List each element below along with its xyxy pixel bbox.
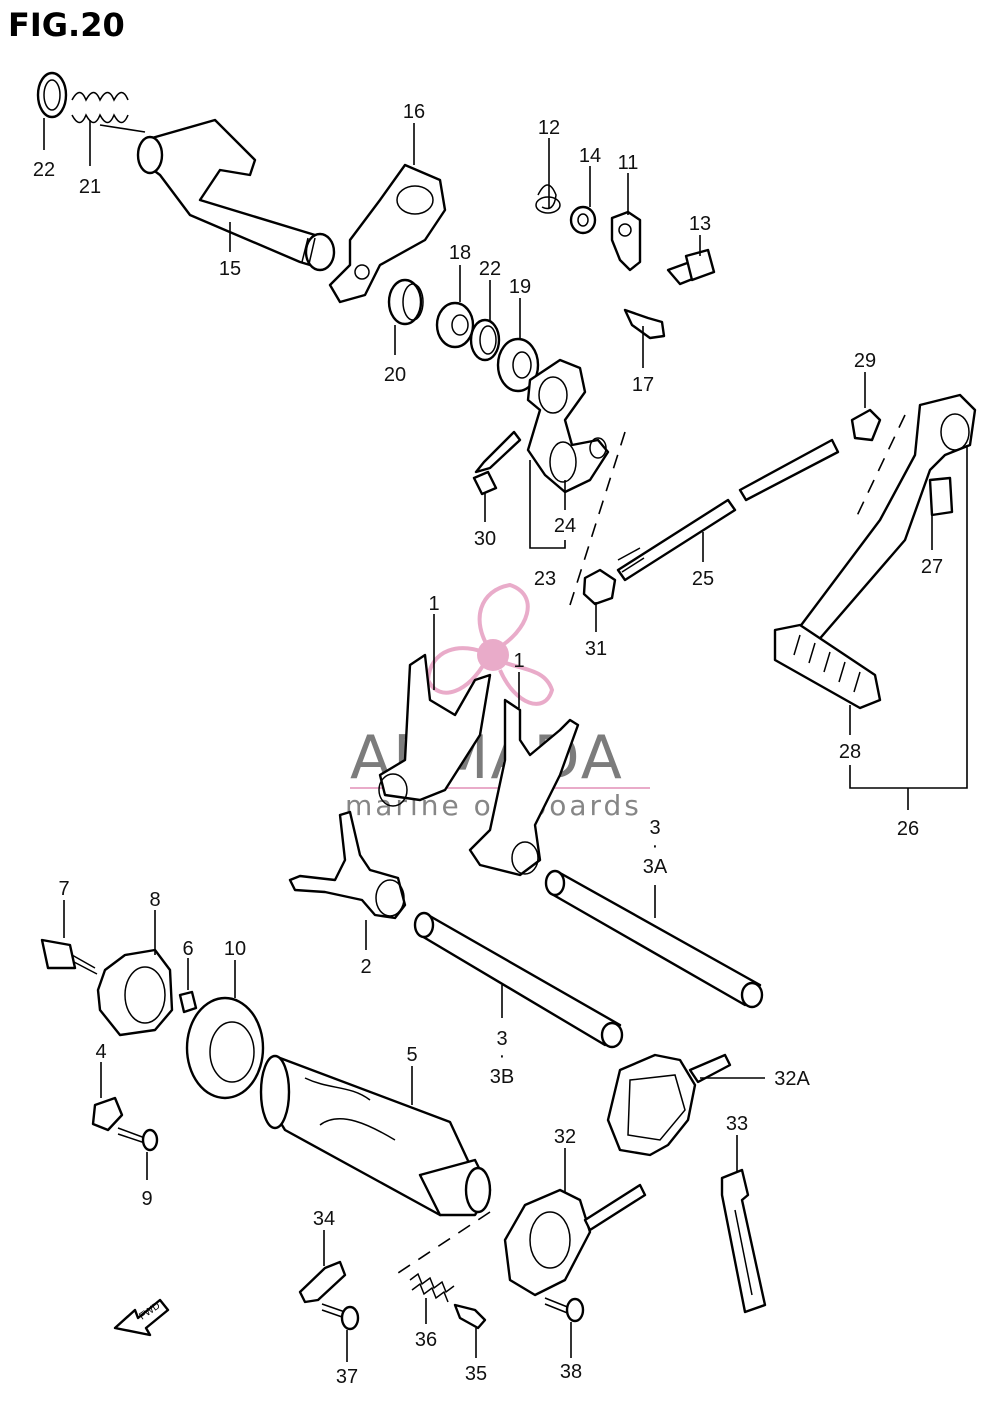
- part-33-bracket: [720, 1168, 767, 1314]
- callout-3-bottom: 3: [496, 1028, 507, 1050]
- callout-34: 34: [313, 1208, 335, 1230]
- callout-36: 36: [415, 1329, 437, 1351]
- armada-logo-icon: [425, 582, 555, 706]
- callout-24: 24: [554, 515, 576, 537]
- callout-4: 4: [95, 1041, 106, 1063]
- part-25-shift-rod: [616, 438, 840, 582]
- callout-13: 13: [689, 213, 711, 235]
- callout-18: 18: [449, 242, 471, 264]
- callout-16: 16: [403, 101, 425, 123]
- callout-5: 5: [406, 1044, 417, 1066]
- part-8-stopper-plate: [96, 948, 174, 1037]
- callout-6: 6: [182, 938, 193, 960]
- part-12-spring: [535, 184, 561, 214]
- part-26-gearshift-lever: [788, 393, 977, 652]
- part-31-nut: [582, 568, 617, 606]
- callout-3b: 3B: [490, 1066, 514, 1088]
- part-9-screw: [117, 1127, 159, 1152]
- part-6-pin: [178, 990, 198, 1014]
- callout-9: 9: [141, 1188, 152, 1210]
- part-32-sensor: [503, 1183, 647, 1297]
- part-7-pin: [40, 938, 98, 975]
- part-14-washer: [569, 205, 597, 235]
- part-16-pawl-lifter: [328, 163, 447, 304]
- callout-12: 12: [538, 117, 560, 139]
- part-20-spring: [387, 278, 424, 326]
- callout-37: 37: [336, 1366, 358, 1388]
- callout-22: 22: [33, 159, 55, 181]
- leader-lines: [43, 118, 968, 1362]
- part-22-circlip: [36, 71, 68, 119]
- part-13-bolt: [666, 248, 716, 286]
- part-10-bearing: [185, 996, 265, 1100]
- part-1-shift-fork-b: [468, 698, 580, 877]
- callout-1-a: 1: [428, 593, 439, 615]
- part-17-switch: [623, 308, 666, 340]
- callout-35: 35: [465, 1363, 487, 1385]
- callout-25: 25: [692, 568, 714, 590]
- callout-32a: 32A: [774, 1068, 810, 1090]
- part-38-screw: [544, 1297, 585, 1323]
- part-27-bolt: [928, 476, 954, 517]
- callout-20: 20: [384, 364, 406, 386]
- part-18-washer: [435, 301, 475, 349]
- callout-21: 21: [79, 176, 101, 198]
- callout-1-b: 1: [513, 650, 524, 672]
- callout-labels: 22 21 15 16 20 18 22 19 12 14 11 13 17 2…: [33, 101, 943, 1388]
- part-29-nut: [850, 408, 882, 442]
- part-22-circlip-second: [469, 318, 501, 362]
- part-30-bolt: [472, 430, 522, 496]
- part-19-oil-seal: [496, 337, 540, 393]
- callout-3-bottom-dot: ·: [499, 1045, 506, 1067]
- callout-3a: 3A: [643, 856, 668, 878]
- part-21-spring: [71, 91, 146, 133]
- callout-38: 38: [560, 1361, 582, 1383]
- callout-2: 2: [360, 956, 371, 978]
- part-11-stopper: [610, 210, 642, 272]
- part-5-shift-cam: [259, 1054, 492, 1217]
- callout-23: 23: [534, 568, 556, 590]
- callout-28: 28: [839, 741, 861, 763]
- callout-19: 19: [509, 276, 531, 298]
- callout-22-second: 22: [479, 258, 501, 280]
- part-2-shift-fork-c: [288, 810, 407, 920]
- part-4-plate: [91, 1096, 124, 1132]
- fwd-arrow-icon: FWD: [113, 1298, 170, 1337]
- part-28-lever-rubber: [773, 623, 882, 710]
- callout-14: 14: [579, 145, 601, 167]
- callout-27: 27: [921, 556, 943, 578]
- part-37-screw: [321, 1303, 360, 1331]
- callout-3-top-dot: ·: [652, 835, 659, 857]
- part-35-plunger: [453, 1303, 487, 1330]
- part-32a-cover: [606, 1053, 732, 1157]
- part-34-plate: [298, 1260, 347, 1304]
- callout-15: 15: [219, 258, 241, 280]
- part-3b-fork-shaft: [413, 911, 624, 1049]
- part-36-spring: [409, 1272, 455, 1303]
- callout-30: 30: [474, 528, 496, 550]
- callout-8: 8: [149, 889, 160, 911]
- callout-10: 10: [224, 938, 246, 960]
- callout-26: 26: [897, 818, 919, 840]
- part-15-gearshift-shaft: [136, 118, 336, 272]
- part-3a-fork-shaft: [544, 869, 764, 1009]
- callout-7: 7: [58, 878, 69, 900]
- callout-31: 31: [585, 638, 607, 660]
- part-24-shift-arm: [526, 358, 610, 494]
- part-1-shift-fork-a: [378, 653, 492, 807]
- callout-33: 33: [726, 1113, 748, 1135]
- callout-17: 17: [632, 374, 654, 396]
- callout-11: 11: [618, 152, 639, 174]
- callout-32: 32: [554, 1126, 576, 1148]
- callout-29: 29: [854, 350, 876, 372]
- callout-3-top: 3: [649, 817, 660, 839]
- figure-title: FIG.20: [8, 6, 125, 44]
